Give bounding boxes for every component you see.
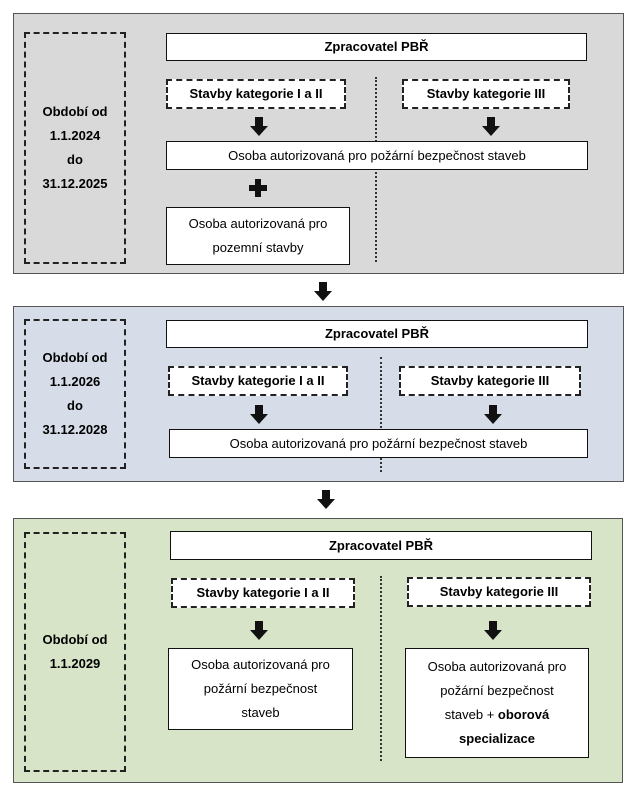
period-box: Období od 1.1.2029 [24, 532, 126, 772]
period-box: Období od 1.1.2024 do 31.12.2025 [24, 32, 126, 264]
period-panel-2024: Období od 1.1.2024 do 31.12.2025 Zpracov… [13, 13, 624, 274]
category-1-2-box: Stavby kategorie I a II [171, 578, 355, 608]
period-panel-2029: Období od 1.1.2029 Zpracovatel PBŘ Stavb… [13, 518, 623, 783]
arrow-down-icon [249, 117, 269, 137]
person-left-line-1: Osoba autorizovaná pro [191, 657, 330, 672]
person-ground-line-1: Osoba autorizovaná pro [188, 216, 328, 231]
person-right-line-3: staveb + oborová [445, 703, 549, 727]
period-end: 31.12.2025 [42, 176, 108, 191]
person-fire-safety-box: Osoba autorizovaná pro požární bezpečnos… [169, 429, 588, 458]
arrow-down-icon [483, 405, 503, 425]
arrow-down-icon [483, 621, 503, 641]
category-3-box: Stavby kategorie III [402, 79, 570, 109]
period-panel-2026: Období od 1.1.2026 do 31.12.2028 Zpracov… [13, 306, 624, 482]
category-3-box: Stavby kategorie III [407, 577, 591, 607]
period-start: 1.1.2026 [49, 374, 101, 389]
person-ground-line-2: pozemní stavby [212, 240, 304, 255]
period-start: 1.1.2024 [49, 128, 101, 143]
processor-box: Zpracovatel PBŘ [166, 320, 588, 348]
arrow-down-icon [249, 405, 269, 425]
person-fire-safety-box: Osoba autorizovaná pro požární bezpečnos… [166, 141, 588, 170]
period-label: Období od [42, 104, 108, 119]
arrow-down-icon [313, 282, 333, 302]
person-left-line-3: staveb [241, 705, 280, 720]
person-right-line-3-text: staveb + [444, 707, 498, 722]
period-box: Období od 1.1.2026 do 31.12.2028 [24, 319, 126, 469]
person-fire-safety-box-left: Osoba autorizovaná pro požární bezpečnos… [168, 648, 353, 730]
person-ground-structures-box: Osoba autorizovaná pro pozemní stavby [166, 207, 350, 265]
arrow-down-icon [481, 117, 501, 137]
category-3-box: Stavby kategorie III [399, 366, 581, 396]
arrow-down-icon [316, 490, 336, 510]
period-label: Období od [42, 632, 108, 647]
period-start: 1.1.2029 [49, 656, 101, 671]
processor-box: Zpracovatel PBŘ [166, 33, 587, 61]
plus-icon [249, 179, 267, 197]
period-label: Období od [42, 350, 108, 365]
person-left-line-2: požární bezpečnost [203, 681, 318, 696]
category-1-2-box: Stavby kategorie I a II [166, 79, 346, 109]
specialization-bold-1: oborová [497, 707, 550, 722]
period-to: do [67, 152, 83, 167]
period-to: do [67, 398, 83, 413]
person-right-line-1: Osoba autorizovaná pro [427, 659, 567, 674]
divider-line [380, 576, 382, 761]
period-end: 31.12.2028 [42, 422, 108, 437]
category-1-2-box: Stavby kategorie I a II [168, 366, 348, 396]
arrow-down-icon [249, 621, 269, 641]
person-fire-safety-specialization-box: Osoba autorizovaná pro požární bezpečnos… [405, 648, 589, 758]
specialization-bold-2: specializace [459, 731, 535, 746]
divider-line [380, 357, 382, 472]
processor-box: Zpracovatel PBŘ [170, 531, 592, 560]
person-right-line-2: požární bezpečnost [440, 683, 554, 698]
